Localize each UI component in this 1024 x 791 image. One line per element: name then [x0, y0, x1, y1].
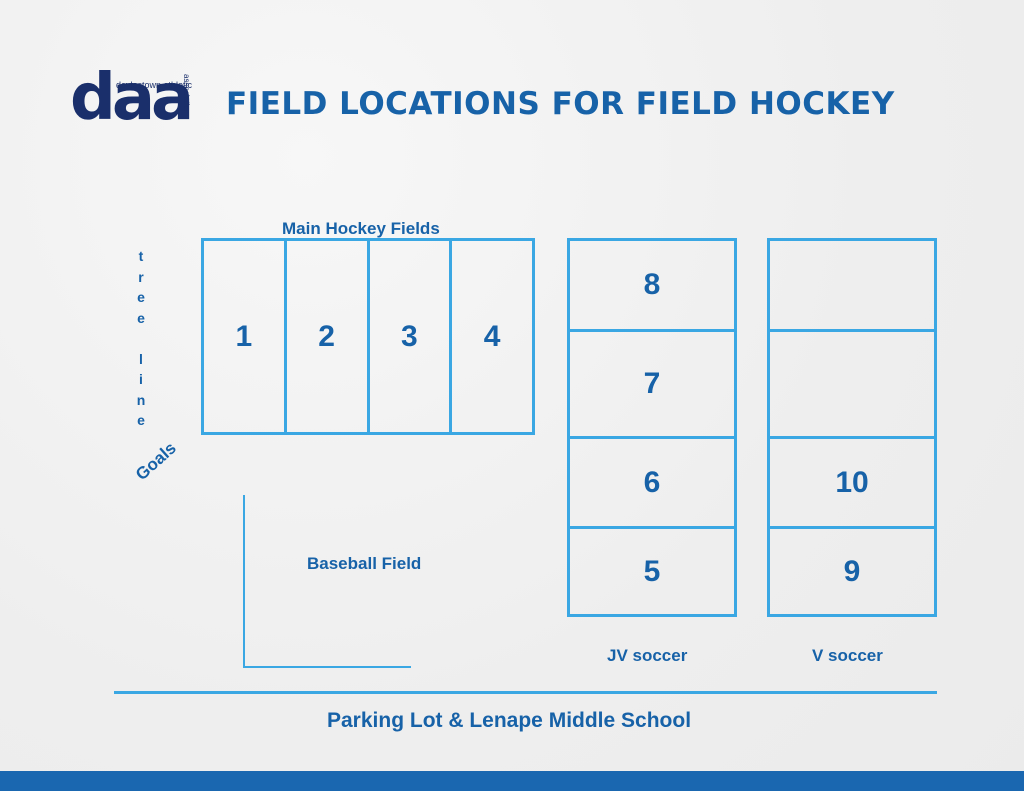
tree-line-label: t r e e l i n e — [135, 246, 147, 431]
field-4: 4 — [483, 319, 501, 353]
field-5: 5 — [643, 554, 661, 588]
tree-line-char: i — [139, 371, 143, 387]
field-2: 2 — [287, 241, 370, 432]
field-9: 9 — [843, 554, 861, 588]
goals-label: Goals — [132, 438, 180, 485]
tree-line-char: e — [137, 289, 145, 305]
tree-line-char: r — [138, 268, 144, 285]
footer-bar — [0, 771, 1024, 791]
tree-line-char: t — [138, 248, 144, 264]
logo-top-text: doylestown athletic — [116, 80, 193, 90]
field-3: 3 — [370, 241, 453, 432]
tree-line-char: e — [137, 412, 145, 428]
baseball-foul-line-horizontal — [243, 666, 411, 668]
field-6: 6 — [570, 439, 734, 529]
tree-line-char: l — [139, 350, 143, 367]
field-8: 8 — [570, 241, 734, 332]
daa-logo: daa doylestown athletic association — [70, 66, 202, 134]
logo-letters: daa — [70, 61, 194, 135]
jv-soccer-label: JV soccer — [607, 646, 688, 665]
field-7: 7 — [570, 332, 734, 439]
tree-line-char: e — [137, 309, 145, 326]
field-v-second — [770, 332, 934, 439]
parking-label: Parking Lot & Lenape Middle School — [327, 709, 692, 732]
v-soccer-label: V soccer — [812, 646, 883, 665]
main-hockey-fields: 1 2 3 4 — [201, 238, 535, 435]
logo-side-text: association — [182, 74, 191, 115]
tree-line-char: n — [136, 391, 146, 408]
field-v-top — [770, 241, 934, 332]
tree-line-char — [135, 328, 147, 349]
main-fields-label: Main Hockey Fields — [282, 219, 440, 238]
page-title: FIELD LOCATIONS FOR FIELD HOCKEY — [226, 86, 895, 122]
baseball-field-label: Baseball Field — [307, 554, 422, 573]
parking-divider — [114, 691, 937, 694]
field-10: 10 — [770, 439, 934, 529]
baseball-foul-line-vertical — [243, 495, 245, 668]
field-1: 1 — [204, 241, 287, 432]
jv-soccer-fields: 8 7 6 5 — [567, 238, 737, 617]
v-soccer-fields: 10 9 — [767, 238, 937, 617]
